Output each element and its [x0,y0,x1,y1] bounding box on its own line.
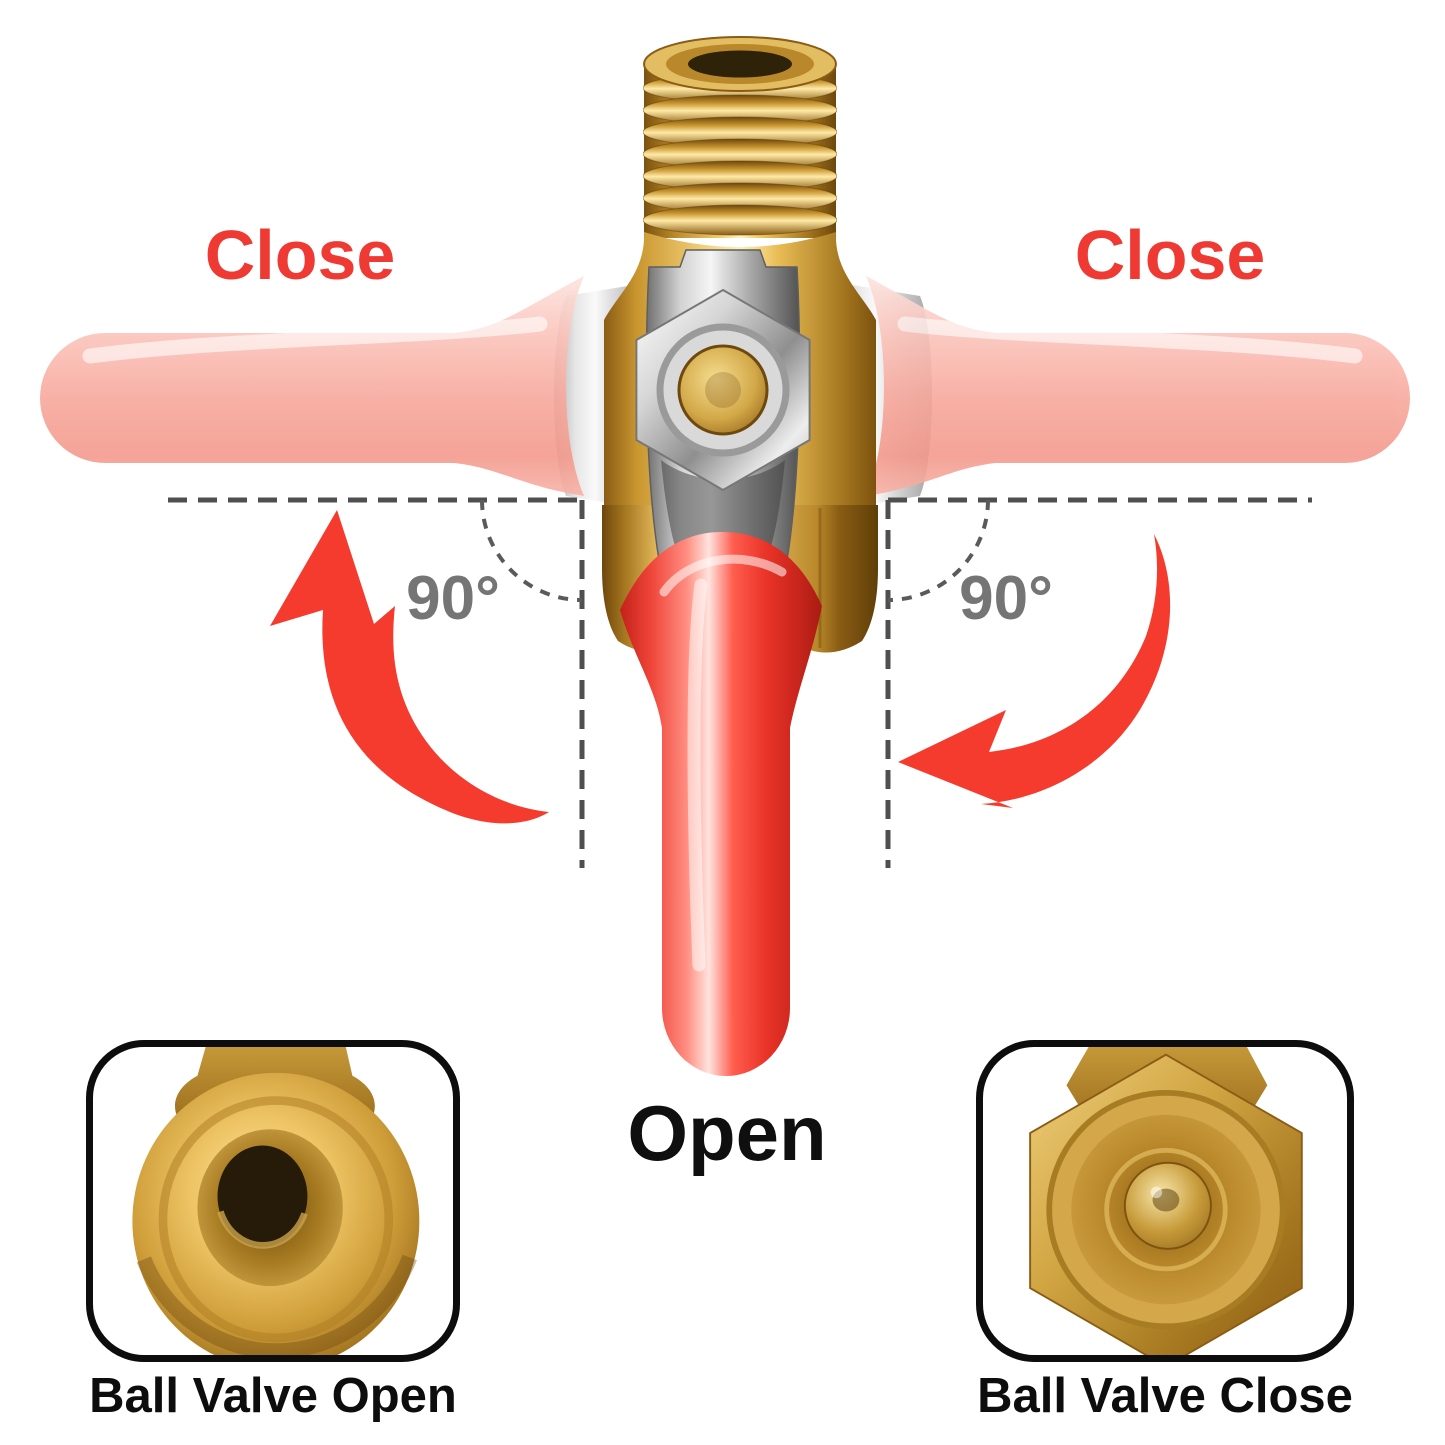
angle-guides [168,497,1312,868]
close-label-right: Close [1074,216,1266,294]
angle-arc-left [480,499,583,602]
pivot-pin [677,344,769,436]
inset-open-caption: Ball Valve Open [89,1369,457,1423]
angle-arc-right [887,499,990,602]
inset-ball-valve-close [976,1040,1354,1362]
close-label-left: Close [204,216,396,294]
rotate-arrow-right-icon [898,534,1171,808]
open-bore-hole [217,1145,308,1247]
ghost-handle-left [40,276,584,496]
open-label: Open [627,1089,827,1177]
angle-label-left: 90° [406,564,500,633]
inset-ball-valve-open [86,1040,460,1362]
red-handle-open [620,532,822,1076]
inset-close-caption: Ball Valve Close [977,1369,1353,1423]
valve-end-close-view [1029,1047,1303,1355]
lever-nut [635,288,811,492]
angle-label-right: 90° [959,564,1053,633]
rotate-arrow-left-icon [270,510,549,824]
valve-end-open-view [132,1047,420,1355]
ghost-handle-right [866,276,1410,496]
threaded-male-fitting [643,36,837,238]
